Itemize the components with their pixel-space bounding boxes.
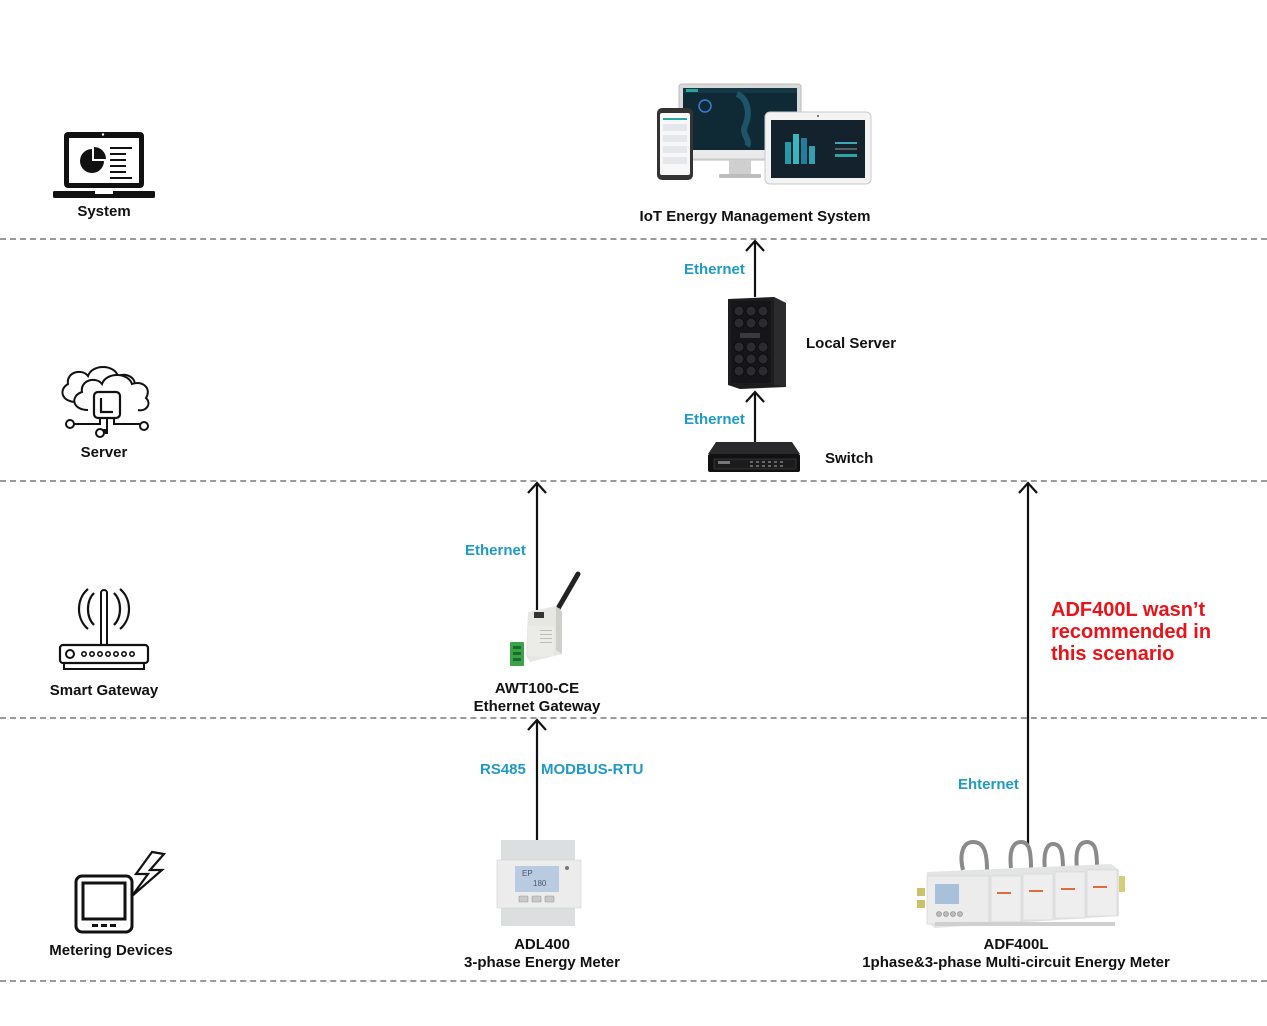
awt100-model: AWT100-CE (494, 680, 580, 697)
laptop-chart-icon (53, 132, 155, 198)
iot-system-devices (655, 82, 875, 187)
router-antenna-icon (58, 588, 150, 670)
din-gateway-icon (510, 571, 581, 666)
adl400-model: ADL400 (514, 936, 570, 953)
protocol-server-to-system: Ethernet (684, 261, 745, 278)
cloud-chip-icon (61, 366, 150, 438)
protocol-gateway-to-switch: Ethernet (465, 542, 526, 559)
network-switch-icon (708, 442, 800, 472)
tier-divider-bottom (0, 980, 1267, 982)
adl400-meter-device: EP 180 (495, 838, 585, 928)
arrow-switch-to-server (745, 390, 765, 442)
tier-divider-server-gateway (0, 480, 1267, 482)
awt100-gateway-label: AWT100-CE Ethernet Gateway (437, 680, 637, 716)
adl400-description: 3-phase Energy Meter (464, 954, 620, 971)
svg-text:180: 180 (533, 879, 547, 888)
adl400-label: ADL400 3-phase Energy Meter (430, 936, 654, 972)
arrow-server-to-system (745, 239, 765, 297)
adf400l-description: 1phase&3-phase Multi-circuit Energy Mete… (862, 954, 1170, 971)
tier-label-system: System (77, 203, 131, 220)
din-meter-icon: EP 180 (496, 840, 582, 926)
tier-gateway: Smart Gateway (38, 585, 170, 700)
tier-server: Server (48, 362, 160, 462)
multi-circuit-meter-icon (917, 839, 1125, 928)
arrow-adf400l-to-server-tier (1018, 481, 1038, 848)
tier-label-metering-devices: Metering Devices (49, 942, 173, 959)
warning-note-line-3: this scenario (1051, 643, 1175, 665)
protocol-rs485: RS485 (480, 761, 526, 778)
switch-label: Switch (825, 450, 874, 467)
protocol-modbus-rtu: MODBUS-RTU (541, 761, 644, 778)
tower-server-icon (728, 297, 786, 389)
local-server-label: Local Server (806, 335, 897, 352)
warning-note: ADF400L wasn’t recommended in this scena… (1051, 599, 1211, 665)
awt100-description: Ethernet Gateway (473, 698, 601, 715)
warning-note-line-1: ADF400L wasn’t (1051, 599, 1206, 621)
tier-divider-system-server (0, 238, 1267, 240)
tier-metering: Metering Devices (40, 848, 182, 963)
protocol-adf400l-link: Ehternet (958, 776, 1019, 793)
meter-lightning-icon (74, 850, 167, 934)
tier-divider-gateway-metering (0, 717, 1267, 719)
tier-label-smart-gateway: Smart Gateway (49, 682, 159, 699)
local-server-device (728, 297, 788, 389)
svg-text:EP: EP (522, 869, 533, 878)
tier-label-server: Server (80, 444, 128, 461)
tier-system: System (48, 125, 160, 225)
arrow-meter-to-gateway (527, 718, 547, 840)
protocol-switch-to-server: Ethernet (684, 411, 745, 428)
awt100-gateway-device (500, 570, 584, 670)
monitor-icon (657, 83, 872, 185)
adf400l-model: ADF400L (983, 936, 1049, 953)
switch-device (706, 440, 802, 474)
iot-system-label: IoT Energy Management System (639, 208, 871, 225)
adf400l-meter-device (915, 836, 1127, 930)
warning-note-line-2: recommended in (1051, 621, 1212, 643)
adf400l-label: ADF400L 1phase&3-phase Multi-circuit Ene… (830, 936, 1202, 972)
